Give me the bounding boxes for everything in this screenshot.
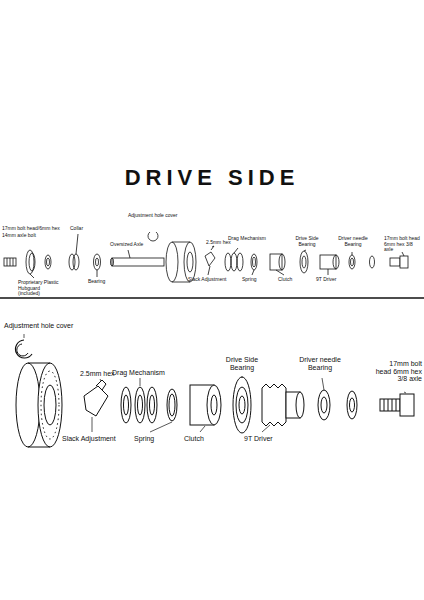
separator-line: [0, 297, 424, 299]
part-label: Drive Side Bearing: [290, 236, 324, 247]
part-label: Adjustment hole cover: [128, 213, 188, 219]
part-label: Drag Mechanism: [112, 369, 176, 377]
part-label: 9T Driver: [244, 435, 284, 443]
part-label: 14mm axle bolt: [2, 233, 52, 239]
part-label: Slack Adjustment: [62, 435, 132, 443]
bottom-exploded-view: [16, 334, 414, 447]
part-label: Collar: [70, 226, 100, 232]
part-label: Oversized Axle: [110, 242, 160, 248]
title: DRIVE SIDE: [0, 166, 424, 190]
part-label: Spring: [134, 435, 168, 443]
part-label: Bearing: [88, 279, 118, 285]
part-label: Driver needle Bearing: [288, 356, 352, 371]
part-label: 17mm bolt head/6mm hex: [2, 226, 62, 232]
top-exploded-view: [4, 232, 408, 282]
part-label: Drag Mechanism: [228, 236, 278, 242]
part-label: Drive Side Bearing: [214, 356, 270, 371]
part-label: Proprietary Plastic Hubguard (included): [18, 280, 62, 297]
part-label: Clutch: [278, 277, 308, 283]
part-label: Slack Adjustment: [188, 277, 238, 283]
part-label: Adjustment hole cover: [4, 322, 94, 330]
part-label: 17mm bolt head 6mm hex 3/8 axle: [384, 236, 422, 253]
part-label: 9T Driver: [316, 277, 346, 283]
part-label: Spring: [242, 277, 272, 283]
part-label: Clutch: [184, 435, 218, 443]
part-label: Driver needle Bearing: [334, 236, 372, 247]
part-label: 17mm bolt head 6mm hex 3/8 axle: [372, 360, 422, 383]
